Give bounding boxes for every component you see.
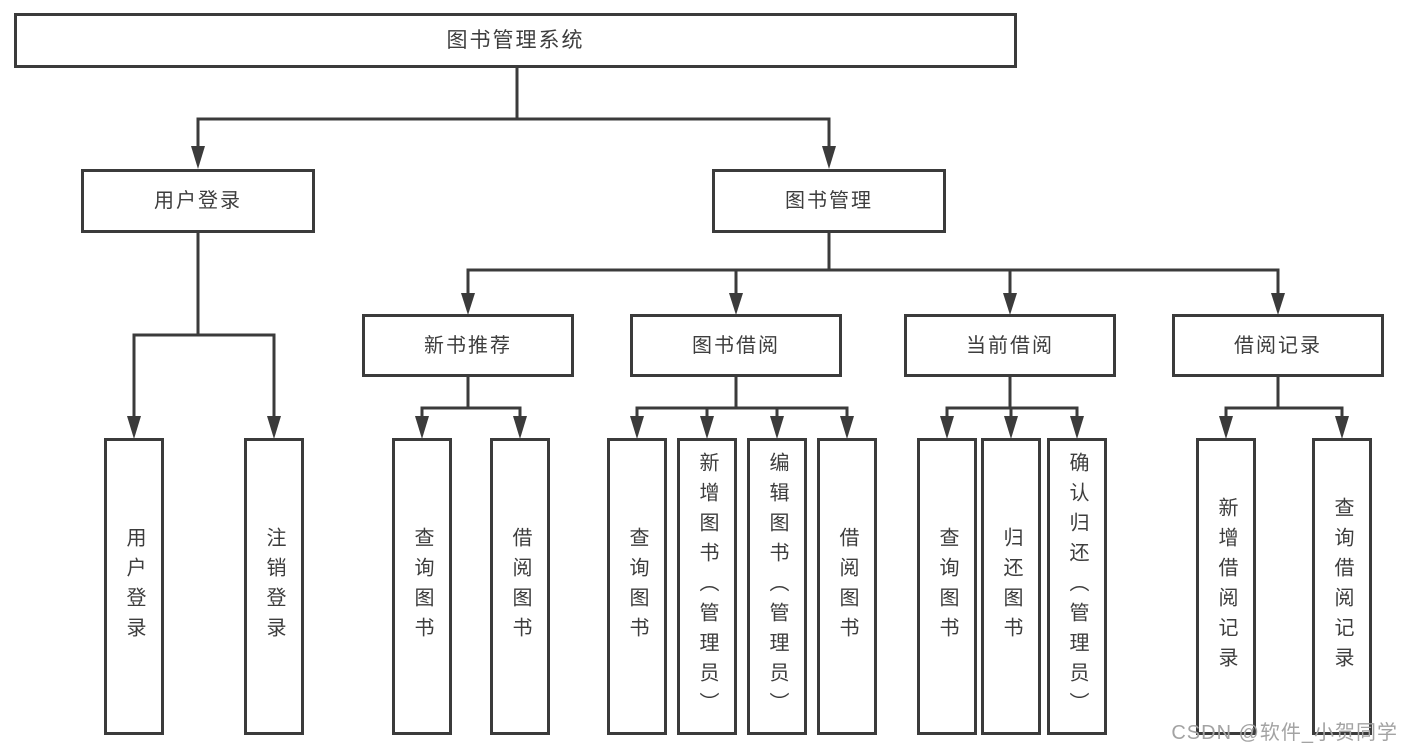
leaf-current-query-books: 查询图书 [917, 438, 977, 735]
node-label: 用户登录 [154, 190, 242, 212]
arrowhead-down-icon [461, 293, 475, 315]
leaf-logout: 注销登录 [244, 438, 304, 735]
leaf-newrec-borrow-books: 借阅图书 [490, 438, 550, 735]
arrowhead-down-icon [191, 146, 205, 169]
node-current-borrowing: 当前借阅 [904, 314, 1116, 377]
arrowhead-down-icon [1335, 416, 1349, 439]
leaf-current-confirm-return-admin: 确认归还（管理员） [1047, 438, 1107, 735]
arrowhead-down-icon [1219, 416, 1233, 439]
leaf-borrow-add-books-admin: 新增图书（管理员） [677, 438, 737, 735]
node-label: 图书管理 [785, 190, 873, 212]
leaf-borrow-borrow-books: 借阅图书 [817, 438, 877, 735]
node-label: 查询借阅记录 [1331, 496, 1353, 677]
arrowhead-down-icon [1004, 416, 1018, 439]
node-root-system: 图书管理系统 [14, 13, 1017, 68]
node-label: 新增借阅记录 [1215, 496, 1237, 677]
node-user-login: 用户登录 [81, 169, 315, 233]
edge-book-borrow-children [630, 377, 854, 439]
leaf-borrow-edit-books-admin: 编辑图书（管理员） [747, 438, 807, 735]
leaf-user-login: 用户登录 [104, 438, 164, 735]
edge-user-login-children [127, 233, 281, 439]
node-label: 新书推荐 [424, 334, 512, 357]
arrowhead-down-icon [630, 416, 644, 439]
leaf-newrec-query-books: 查询图书 [392, 438, 452, 735]
arrowhead-down-icon [700, 416, 714, 439]
edge-book-mgmt-children [461, 233, 1285, 315]
arrowhead-down-icon [1003, 293, 1017, 315]
node-label: 当前借阅 [966, 334, 1054, 357]
node-label: 注销登录 [263, 526, 285, 647]
arrowhead-down-icon [729, 293, 743, 315]
node-label: 查询图书 [936, 526, 958, 647]
node-label: 编辑图书（管理员） [766, 451, 788, 722]
node-label: 图书借阅 [692, 334, 780, 357]
arrowhead-down-icon [1070, 416, 1084, 439]
node-label: 查询图书 [411, 526, 433, 647]
arrowhead-down-icon [267, 416, 281, 439]
arrowhead-down-icon [415, 416, 429, 439]
node-label: 归还图书 [1000, 526, 1022, 647]
node-label: 借阅记录 [1234, 334, 1322, 357]
arrowhead-down-icon [940, 416, 954, 439]
node-label: 查询图书 [626, 526, 648, 647]
watermark-text: CSDN @软件_小贺同学 [1171, 722, 1398, 744]
arrowhead-down-icon [513, 416, 527, 439]
edge-root-to-level2 [191, 68, 836, 169]
node-book-borrowing: 图书借阅 [630, 314, 842, 377]
node-borrowing-records: 借阅记录 [1172, 314, 1384, 377]
leaf-borrow-query-books: 查询图书 [607, 438, 667, 735]
arrowhead-down-icon [840, 416, 854, 439]
node-new-book-recommend: 新书推荐 [362, 314, 574, 377]
node-label: 确认归还（管理员） [1066, 451, 1088, 722]
leaf-current-return-books: 归还图书 [981, 438, 1041, 735]
arrowhead-down-icon [127, 416, 141, 439]
edge-borrow-records-children [1219, 377, 1349, 439]
node-label: 借阅图书 [836, 526, 858, 647]
arrowhead-down-icon [822, 146, 836, 169]
edge-current-borrow-children [940, 377, 1084, 439]
arrowhead-down-icon [770, 416, 784, 439]
leaf-records-query-record: 查询借阅记录 [1312, 438, 1372, 735]
node-label: 用户登录 [123, 526, 145, 647]
edge-new-book-children [415, 377, 527, 439]
node-label: 借阅图书 [509, 526, 531, 647]
node-label: 新增图书（管理员） [696, 451, 718, 722]
node-book-management: 图书管理 [712, 169, 946, 233]
leaf-records-add-record: 新增借阅记录 [1196, 438, 1256, 735]
arrowhead-down-icon [1271, 293, 1285, 315]
node-label: 图书管理系统 [446, 29, 585, 52]
